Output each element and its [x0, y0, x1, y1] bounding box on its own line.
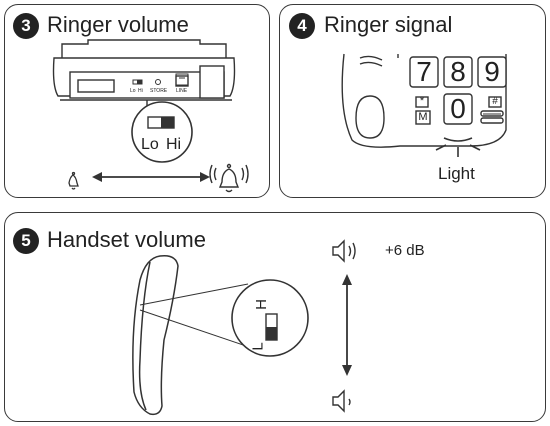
- key-star: [415, 96, 429, 108]
- keypad-keys: [409, 56, 507, 125]
- key-0: [443, 93, 473, 125]
- line-jack: [175, 73, 189, 86]
- phone-base-drawing: [52, 39, 236, 118]
- base-switch-knob: [137, 80, 142, 84]
- panel-title-ringer-volume: Ringer volume: [47, 12, 189, 37]
- base-label-store: STORE: [150, 88, 168, 94]
- step-number-5: 5: [13, 228, 39, 254]
- key-hash-label: #: [492, 96, 498, 107]
- store-button: [155, 79, 161, 85]
- light-indicator: [435, 137, 481, 157]
- handset-switch-label-l: L: [249, 342, 267, 351]
- key-7-label: 7: [416, 56, 432, 87]
- key-9: [477, 56, 507, 88]
- base-label-line: LINE: [176, 88, 188, 94]
- base-label-lo: Lo: [130, 88, 136, 94]
- key-bar-2: [480, 117, 504, 124]
- step-number-4: 4: [289, 13, 315, 39]
- panel-title-ringer-signal: Ringer signal: [324, 12, 453, 37]
- step-number-3: 3: [13, 13, 39, 39]
- key-m-label: M: [418, 111, 428, 123]
- switch-label-lo: Lo: [141, 136, 159, 153]
- magnifier-circle: [131, 101, 193, 163]
- key-m: [415, 110, 431, 125]
- key-0-label: 0: [450, 93, 466, 124]
- base-label-hi: Hi: [138, 88, 143, 94]
- zoom-lines: [139, 283, 259, 351]
- panel-title-handset-volume: Handset volume: [47, 227, 206, 252]
- gain-label: +6 dB: [385, 242, 425, 259]
- key-7: [409, 56, 439, 88]
- key-9-label: 9: [484, 56, 500, 87]
- bell-loud-icon: [209, 163, 249, 193]
- bell-quiet-icon: [68, 171, 79, 190]
- handset-volume-switch-knob: [266, 327, 277, 340]
- volume-arrow: [92, 172, 210, 182]
- key-8-label: 8: [450, 56, 466, 87]
- speaker-loud-icon: [332, 239, 356, 263]
- keypad-phone-drawing: [341, 53, 507, 148]
- key-8: [443, 56, 473, 88]
- speaker-quiet-icon: [332, 389, 351, 413]
- handset-volume-arrow: [342, 274, 352, 376]
- key-star-label: *: [419, 95, 425, 107]
- handset-side-drawing: [132, 254, 179, 416]
- switch-label-hi: Hi: [166, 136, 182, 153]
- light-label: Light: [438, 164, 475, 183]
- key-hash: [488, 96, 502, 108]
- panel-ringer-volume: 3 Ringer volume: [4, 4, 270, 198]
- volume-switch-knob: [161, 117, 174, 128]
- handset-switch-label-h: H: [252, 299, 270, 310]
